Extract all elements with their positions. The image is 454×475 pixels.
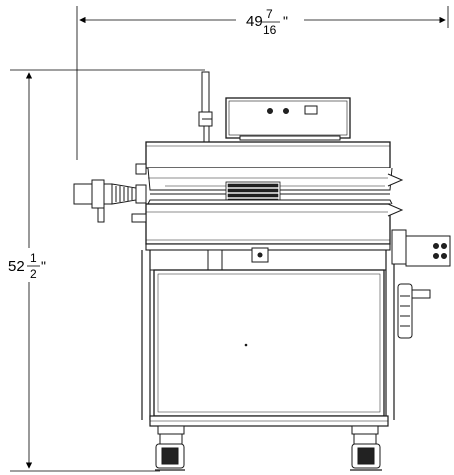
width-whole: 49 — [246, 13, 263, 30]
width-denominator: 16 — [263, 23, 277, 37]
control-box — [225, 97, 351, 141]
gauge-icon — [441, 253, 447, 259]
gauge-icon — [433, 253, 439, 259]
inlet-nozzle — [73, 163, 147, 223]
base-rail — [149, 415, 389, 427]
front-panel — [153, 269, 385, 417]
right-caster-icon — [350, 425, 382, 471]
machine — [73, 71, 451, 471]
height-unit: " — [41, 258, 46, 274]
height-denominator: 2 — [30, 267, 37, 281]
left-caster-icon — [155, 425, 185, 471]
gauge-icon — [433, 243, 439, 249]
height-numerator: 1 — [30, 251, 37, 265]
gauge-icon — [441, 243, 447, 249]
width-unit: " — [283, 13, 288, 29]
height-whole: 52 — [8, 258, 25, 275]
height-dimension: 52 1 2 " — [8, 69, 205, 472]
width-dimension: 49 7 16 " — [76, 6, 449, 160]
right-side-controls — [391, 229, 451, 339]
control-knob-icon — [283, 108, 289, 114]
control-knob-icon — [267, 108, 273, 114]
display-panel — [304, 105, 318, 115]
handle-post — [198, 71, 213, 143]
lower-housing — [145, 199, 404, 245]
crank-handle-icon — [397, 283, 413, 339]
width-numerator: 7 — [266, 7, 273, 21]
upper-housing — [145, 141, 404, 191]
